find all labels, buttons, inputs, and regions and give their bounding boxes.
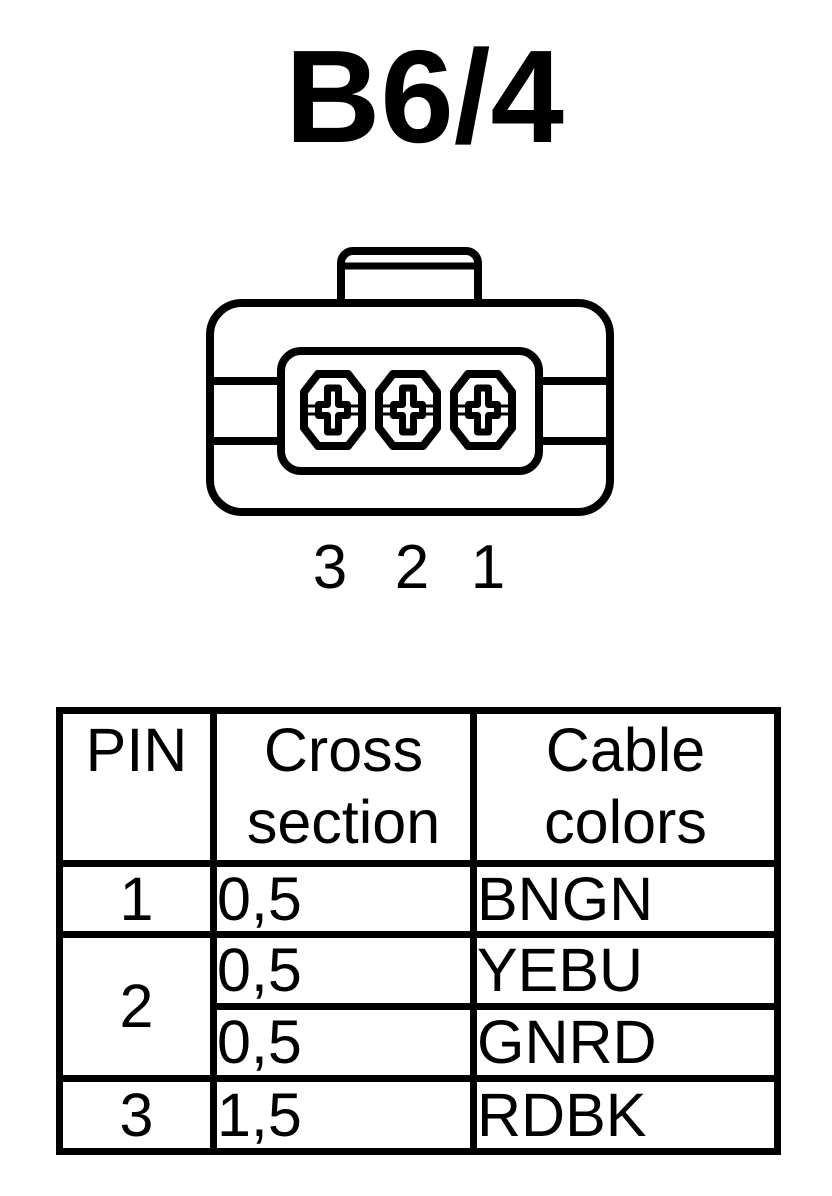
pin-cell: 1 bbox=[56, 860, 217, 938]
pin-3-socket-icon bbox=[304, 374, 362, 446]
cable-color-cell: RDBK bbox=[470, 1075, 781, 1155]
pin-number-label-1: 1 bbox=[471, 533, 505, 600]
page-title: B6/4 bbox=[285, 23, 564, 170]
table-row: 3 1,5 RDBK bbox=[56, 1075, 781, 1155]
pinout-table: PIN Cross section Cable colors 1 0,5 BNG… bbox=[56, 707, 781, 1155]
column-header-cable-colors: Cable colors bbox=[470, 707, 781, 867]
cable-color-cell: BNGN bbox=[470, 860, 781, 938]
cross-section-cell: 1,5 bbox=[210, 1075, 477, 1155]
pin-number-label-2: 2 bbox=[395, 533, 429, 600]
connector-diagram: 3 2 1 bbox=[206, 247, 614, 600]
table-row: 0,5 GNRD bbox=[60, 1003, 781, 1082]
column-header-cross-section: Cross section bbox=[210, 707, 477, 867]
cross-section-cell: 0,5 bbox=[210, 931, 477, 1010]
pin-cell: 3 bbox=[56, 1075, 217, 1155]
pin-2-socket-icon bbox=[379, 374, 437, 446]
table-header-row: PIN Cross section Cable colors bbox=[56, 707, 781, 867]
table-row: 1 0,5 BNGN bbox=[56, 860, 781, 938]
cross-section-cell: 0,5 bbox=[210, 860, 477, 938]
table-row: 2 0,5 YEBU bbox=[56, 931, 781, 1082]
cable-color-cell: YEBU bbox=[470, 931, 781, 1010]
column-header-pin: PIN bbox=[56, 707, 217, 867]
pin-cell: 2 bbox=[56, 931, 217, 1082]
pin-number-label-3: 3 bbox=[313, 533, 347, 600]
cross-section-cell: 0,5 bbox=[210, 1003, 477, 1082]
cable-color-cell: GNRD bbox=[470, 1003, 781, 1082]
pin-1-socket-icon bbox=[454, 374, 512, 446]
